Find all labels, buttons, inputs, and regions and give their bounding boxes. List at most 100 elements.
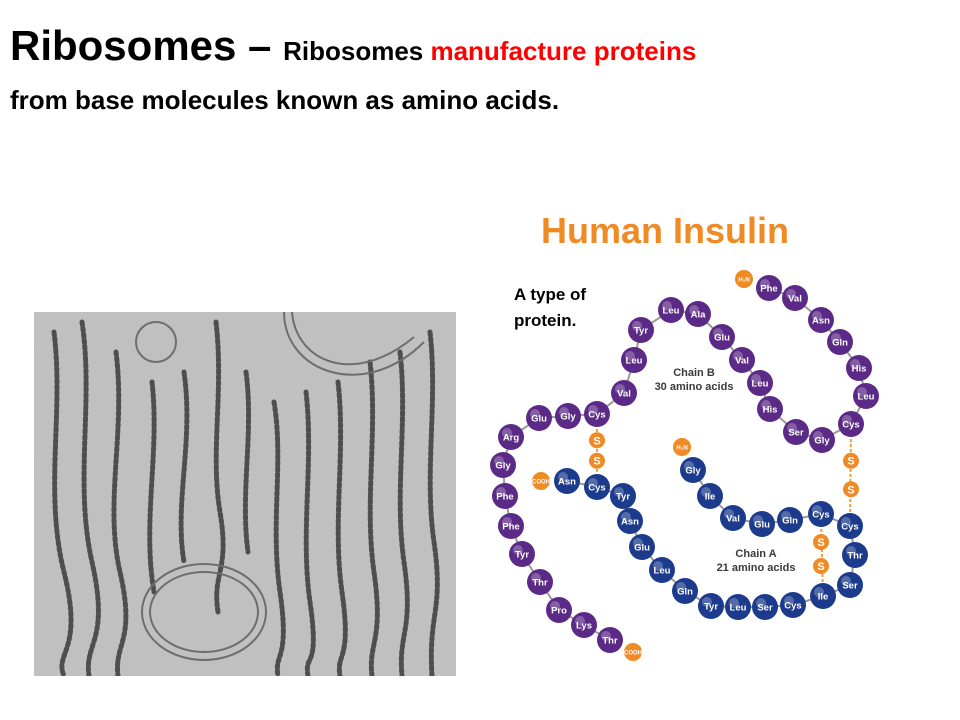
chain-b-residue: Tyr	[628, 317, 654, 343]
residue-label: Tyr	[634, 326, 648, 337]
chain-b-c-terminus: COOH	[624, 643, 642, 661]
residue-bead	[554, 468, 580, 494]
sulfur-label: S	[593, 435, 600, 447]
bead-highlight	[633, 538, 643, 548]
bead-highlight	[701, 487, 711, 497]
chain-a-residue: Glu	[749, 511, 775, 537]
sulfur-label: S	[593, 456, 600, 468]
chain-b-residue: Leu	[853, 383, 879, 409]
chain-b-residue: Val	[611, 380, 637, 406]
residue-bead	[808, 307, 834, 333]
residue-label: Val	[726, 514, 740, 525]
sulfur-label: S	[847, 484, 854, 496]
terminal-label: COOH	[532, 480, 550, 486]
bead-highlight	[846, 546, 856, 556]
chain-b-residue: Thr	[597, 627, 623, 653]
bead-highlight	[781, 511, 791, 521]
residue-bead	[509, 541, 535, 567]
disulfide-line	[849, 423, 852, 527]
bead-highlight	[753, 515, 763, 525]
chain-b-label: Chain B	[673, 367, 715, 379]
residue-bead	[749, 511, 775, 537]
chain-b-residue: His	[757, 396, 783, 422]
chain-b-residue: Tyr	[509, 541, 535, 567]
chain-a-residue: Thr	[842, 542, 868, 568]
residue-bead	[617, 508, 643, 534]
chain-a-residue: Cys	[584, 474, 610, 500]
chain-a-residue: Cys	[837, 513, 863, 539]
residue-label: Tyr	[616, 492, 630, 503]
residue-bead	[809, 427, 835, 453]
chain-a-residue: Ile	[810, 583, 836, 609]
residue-label: Glu	[634, 543, 650, 554]
residue-bead	[628, 317, 654, 343]
bead-highlight	[513, 545, 523, 555]
residue-bead	[757, 396, 783, 422]
chain-b-residue: Cys	[838, 411, 864, 437]
chain-a-residue: Leu	[649, 557, 675, 583]
chain-b-n-terminus: H₂N	[735, 270, 753, 288]
bead-highlight	[813, 431, 823, 441]
residue-label: Phe	[760, 284, 777, 295]
residue-bead	[546, 597, 572, 623]
residue-label: Val	[617, 389, 631, 400]
residue-label: Gly	[685, 466, 701, 477]
residue-bead	[597, 627, 623, 653]
bead-highlight	[662, 301, 672, 311]
disulfide-line	[820, 513, 824, 597]
residue-bead	[842, 542, 868, 568]
residue-label: Val	[735, 356, 749, 367]
residue-bead	[837, 513, 863, 539]
bead-highlight	[615, 384, 625, 394]
residue-bead	[808, 501, 834, 527]
chain-b-residue: Glu	[526, 405, 552, 431]
bead-highlight	[676, 582, 686, 592]
chain-a-residue: Asn	[554, 468, 580, 494]
bead-highlight	[751, 374, 761, 384]
residue-label: Lys	[576, 621, 592, 632]
terminal-label: H₂N	[676, 446, 687, 452]
residue-label: Gly	[495, 461, 511, 472]
bead-highlight	[760, 279, 770, 289]
electron-micrograph-image	[34, 312, 456, 676]
residue-bead	[709, 324, 735, 350]
chain-a-residue: Tyr	[610, 483, 636, 509]
residue-bead	[610, 483, 636, 509]
chain-b-residue: Leu	[621, 347, 647, 373]
sulfur-atom	[589, 432, 605, 449]
residue-label: Ile	[818, 592, 829, 603]
bead-highlight	[684, 461, 694, 471]
bead-highlight	[756, 598, 766, 608]
bead-highlight	[689, 305, 699, 315]
title-line-2: from base molecules known as amino acids…	[10, 85, 560, 115]
chain-a-sublabel: 21 amino acids	[717, 562, 796, 574]
residue-bead	[685, 301, 711, 327]
bead-highlight	[502, 517, 512, 527]
terminal-bead	[532, 472, 550, 490]
chain-b-residue: Gly	[809, 427, 835, 453]
insulin-title: Human Insulin	[541, 210, 790, 251]
bead-highlight	[724, 509, 734, 519]
residue-label: Glu	[531, 414, 547, 425]
figure-caption: A type of protein.	[514, 285, 587, 330]
rough-er-micrograph	[34, 312, 456, 676]
chain-b-residue: Gly	[490, 452, 516, 478]
chain-a-residue: Glu	[629, 534, 655, 560]
chain-b-residue: Phe	[492, 483, 518, 509]
bead-highlight	[530, 409, 540, 419]
residue-bead	[527, 569, 553, 595]
chain-a-residue: Ser	[837, 572, 863, 598]
chain-a-residue: Ile	[697, 483, 723, 509]
sulfur-atom	[589, 452, 605, 469]
chain-a-residue: Gln	[777, 507, 803, 533]
sulfur-atom	[843, 481, 859, 498]
residue-label: Thr	[602, 636, 618, 647]
chain-b-residue: Gln	[827, 329, 853, 355]
bead-highlight	[494, 456, 504, 466]
bead-highlight	[559, 407, 569, 417]
terminal-bead	[735, 270, 753, 288]
sulfur-label: S	[847, 456, 854, 468]
bead-highlight	[575, 616, 585, 626]
